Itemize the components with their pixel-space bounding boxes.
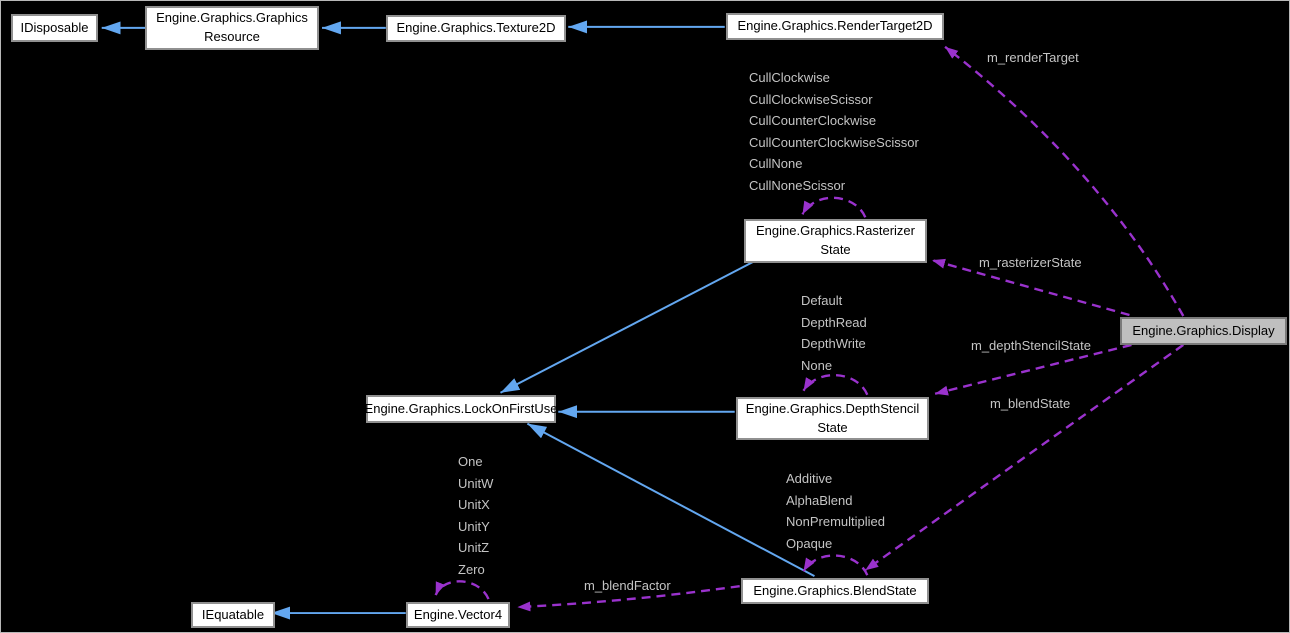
node-depthstencilstate[interactable]: Engine.Graphics.DepthStencil State bbox=[736, 397, 929, 440]
node-label: Engine.Graphics.Rasterizer bbox=[756, 223, 915, 239]
member-label: Zero bbox=[458, 561, 485, 577]
node-label: State bbox=[817, 419, 848, 435]
node-label: Engine.Graphics.BlendState bbox=[753, 582, 917, 598]
node-label: Engine.Graphics.DepthStencil bbox=[745, 400, 920, 416]
node-label: Engine.Graphics.Graphics bbox=[156, 10, 308, 26]
node-label: Engine.Graphics.Display bbox=[1132, 322, 1275, 338]
member-label: DepthWrite bbox=[801, 336, 866, 351]
node-display-current: Engine.Graphics.Display bbox=[1120, 317, 1287, 345]
node-lockonfirstuse[interactable]: Engine.Graphics.LockOnFirstUse bbox=[364, 395, 558, 423]
member-label: CullCounterClockwiseScissor bbox=[749, 134, 919, 150]
edge-label-m-rasterizerstate: m_rasterizerState bbox=[979, 255, 1082, 270]
member-label: Additive bbox=[786, 471, 833, 486]
node-texture2d[interactable]: Engine.Graphics.Texture2D bbox=[386, 15, 566, 42]
node-label: IEquatable bbox=[201, 606, 265, 622]
node-rendertarget2d[interactable]: Engine.Graphics.RenderTarget2D bbox=[726, 13, 944, 40]
member-list-depthstencilstate: Default DepthRead DepthWrite None bbox=[801, 290, 867, 376]
edge-label-m-rendertarget: m_renderTarget bbox=[987, 50, 1079, 65]
edge-label-m-depthstencilstate: m_depthStencilState bbox=[971, 338, 1091, 353]
node-label: State bbox=[820, 242, 851, 257]
self-loop-rasterizerstate bbox=[801, 196, 867, 218]
member-label: CullNoneScissor bbox=[749, 177, 846, 193]
node-vector4[interactable]: Engine.Vector4 bbox=[406, 602, 510, 628]
node-label: Resource bbox=[204, 29, 260, 44]
member-label: UnitX bbox=[458, 497, 490, 512]
node-rasterizerstate[interactable]: Engine.Graphics.Rasterizer State bbox=[744, 219, 927, 263]
edge-label-m-blendfactor: m_blendFactor bbox=[584, 578, 671, 593]
edge-blendstate-to-vector4 bbox=[517, 584, 740, 612]
member-label: None bbox=[801, 357, 833, 373]
member-label: Opaque bbox=[786, 535, 833, 551]
self-loop-vector4 bbox=[434, 580, 490, 600]
member-list-rasterizerstate: CullClockwise CullClockwiseScissor CullC… bbox=[749, 67, 919, 196]
member-label: CullCounterClockwise bbox=[749, 113, 877, 128]
edge-display-to-depthstencilstate bbox=[934, 343, 1132, 396]
member-label: Default bbox=[801, 293, 843, 308]
node-label: Engine.Vector4 bbox=[413, 606, 503, 622]
node-label: IDisposable bbox=[20, 19, 89, 35]
node-blendstate[interactable]: Engine.Graphics.BlendState bbox=[741, 578, 929, 604]
node-iequatable[interactable]: IEquatable bbox=[191, 602, 275, 628]
edge-display-to-rasterizerstate bbox=[931, 258, 1130, 317]
member-list-blendstate: Additive AlphaBlend NonPremultiplied Opa… bbox=[786, 468, 885, 554]
self-loop-depthstencilstate bbox=[802, 373, 869, 396]
member-label: CullNone bbox=[749, 156, 803, 171]
edge-label-m-blendstate: m_blendState bbox=[990, 396, 1071, 411]
member-label: AlphaBlend bbox=[786, 492, 853, 508]
node-label: Engine.Graphics.Texture2D bbox=[396, 20, 556, 36]
member-label: DepthRead bbox=[801, 314, 867, 330]
member-label: CullClockwiseScissor bbox=[749, 91, 873, 107]
edge-blendstate-to-lockonfirstuse bbox=[526, 422, 815, 578]
member-list-vector4: One UnitW UnitX UnitY UnitZ Zero bbox=[458, 451, 493, 580]
self-loop-blendstate bbox=[802, 554, 869, 576]
member-label: CullClockwise bbox=[749, 70, 830, 85]
edge-display-to-rendertarget2d bbox=[944, 45, 1185, 317]
member-label: UnitW bbox=[458, 475, 494, 491]
node-label: Engine.Graphics.LockOnFirstUse bbox=[364, 400, 558, 416]
edge-display-to-blendstate bbox=[864, 343, 1184, 572]
node-graphics-resource[interactable]: Engine.Graphics.Graphics Resource bbox=[145, 6, 319, 50]
member-label: UnitZ bbox=[458, 540, 490, 555]
member-label: One bbox=[458, 454, 483, 469]
node-label: Engine.Graphics.RenderTarget2D bbox=[737, 18, 933, 34]
member-label: UnitY bbox=[458, 518, 490, 534]
member-label: NonPremultiplied bbox=[786, 514, 885, 529]
edge-rasterizerstate-to-lockonfirstuse bbox=[499, 261, 754, 394]
node-idisposable[interactable]: IDisposable bbox=[11, 14, 98, 42]
